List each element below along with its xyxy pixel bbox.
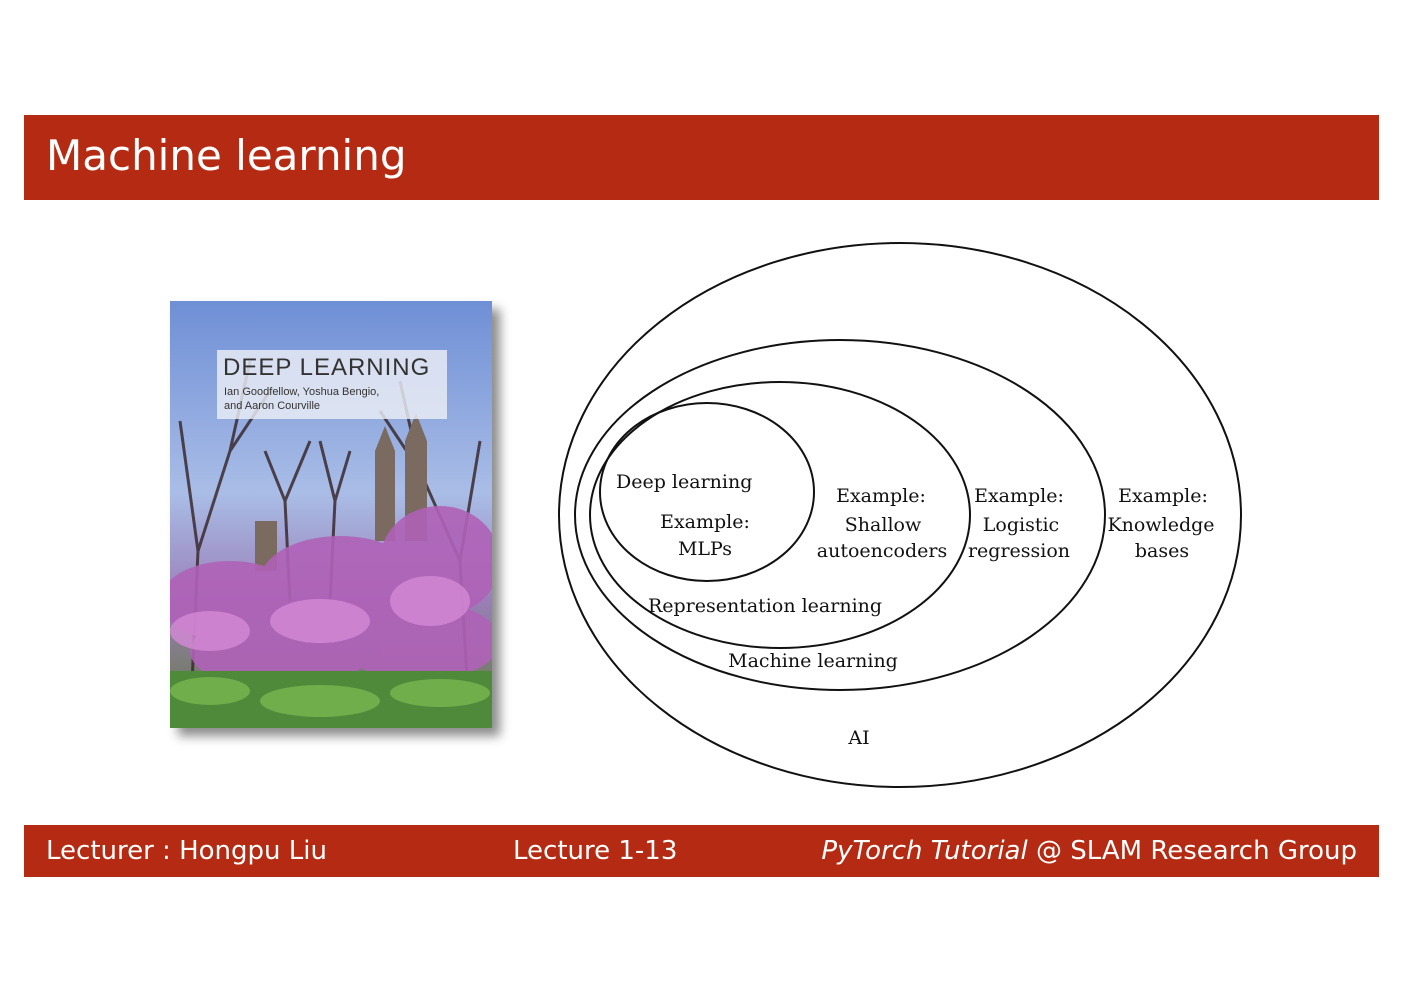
- representation-example-1: Example:: [836, 485, 926, 507]
- book-title-label: DEEP LEARNING Ian Goodfellow, Yoshua Ben…: [217, 350, 447, 419]
- representation-learning-label: Representation learning: [648, 595, 882, 617]
- footer-course: PyTorch Tutorial @ SLAM Research Group: [821, 835, 1357, 867]
- book-cover: DEEP LEARNING Ian Goodfellow, Yoshua Ben…: [170, 301, 492, 728]
- deep-learning-example-2: MLPs: [678, 538, 732, 560]
- nested-ellipse-diagram: Deep learning Example: MLPs Example: Sha…: [550, 235, 1250, 795]
- machine-learning-example-3: regression: [968, 540, 1070, 562]
- slide-title: Machine learning: [46, 131, 407, 181]
- deep-learning-example-1: Example:: [660, 511, 750, 533]
- machine-learning-example-1: Example:: [974, 485, 1064, 507]
- book-title: DEEP LEARNING: [223, 354, 430, 382]
- representation-example-2: Shallow: [845, 514, 922, 536]
- book-authors: Ian Goodfellow, Yoshua Bengio, and Aaron…: [224, 385, 379, 413]
- deep-learning-label: Deep learning: [616, 471, 752, 493]
- representation-example-3: autoencoders: [817, 540, 947, 562]
- machine-learning-example-2: Logistic: [983, 514, 1059, 536]
- footer-course-name: PyTorch Tutorial: [821, 836, 1027, 866]
- ai-example-2: Knowledge: [1107, 514, 1214, 536]
- ai-label: AI: [847, 727, 869, 749]
- footer-group: @ SLAM Research Group: [1028, 836, 1357, 866]
- machine-learning-label: Machine learning: [728, 650, 898, 672]
- ai-example-3: bases: [1135, 540, 1189, 562]
- title-bar: Machine learning: [24, 115, 1379, 200]
- footer-lecturer: Lecturer : Hongpu Liu: [46, 835, 327, 867]
- ai-example-1: Example:: [1118, 485, 1208, 507]
- footer-lecture-number: Lecture 1-13: [513, 835, 677, 867]
- footer-bar: Lecturer : Hongpu Liu Lecture 1-13 PyTor…: [24, 825, 1379, 877]
